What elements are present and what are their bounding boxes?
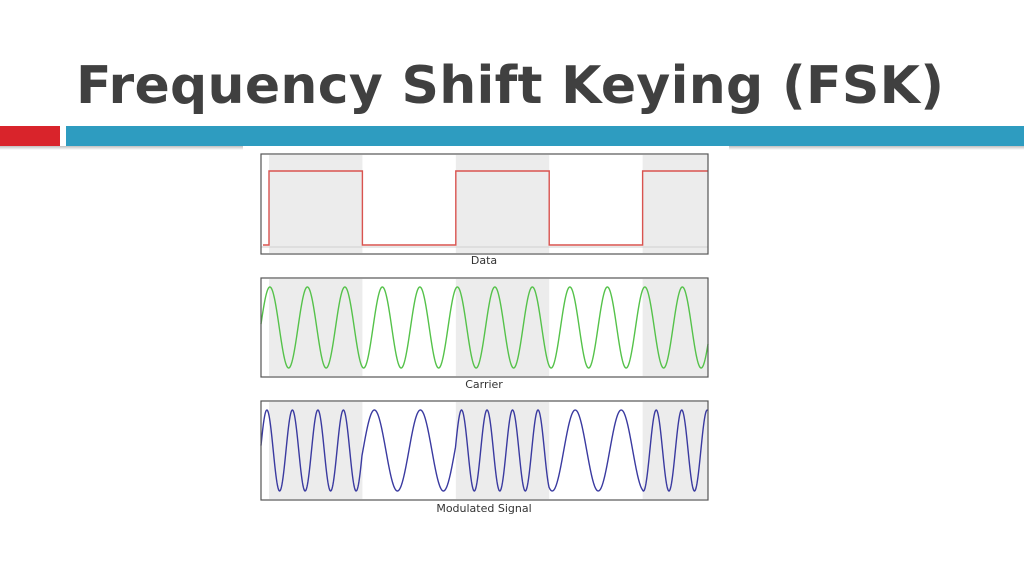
bit-one-shade	[455, 155, 550, 253]
modulated-panel-frame	[260, 400, 709, 501]
data-waveform	[263, 170, 708, 246]
bit-one-shade	[269, 155, 363, 253]
carrier-label: Carrier	[465, 378, 503, 391]
bit-one-shade	[455, 279, 550, 376]
accent-bar-red	[0, 126, 60, 146]
modulated-panel: Modulated Signal	[260, 400, 709, 515]
data-panel-frame	[260, 153, 709, 255]
bit-one-shade	[642, 155, 708, 253]
data-label: Data	[471, 254, 497, 267]
data-panel: Data	[260, 153, 709, 267]
modulated-label: Modulated Signal	[436, 502, 531, 515]
fsk-diagram: Data Carrier Modulated Signal	[243, 146, 729, 516]
slide-title: Frequency Shift Keying (FSK)	[76, 56, 945, 116]
accent-bar-blue	[66, 126, 1024, 146]
fsk-diagram-svg: Data Carrier Modulated Signal	[260, 153, 709, 515]
modulated-waveform	[260, 409, 709, 492]
carrier-waveform	[260, 286, 709, 369]
modulated-bit-shading	[269, 402, 708, 499]
carrier-panel: Carrier	[260, 277, 709, 391]
carrier-panel-frame	[260, 277, 709, 378]
